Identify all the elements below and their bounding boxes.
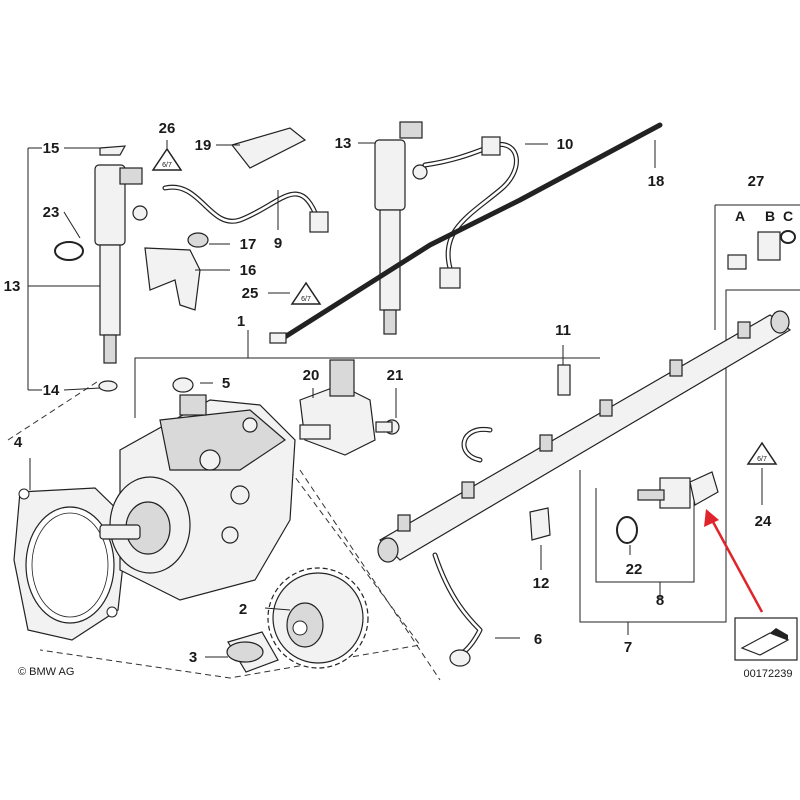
pipe-shield bbox=[230, 127, 307, 169]
callout-15: 15 bbox=[43, 140, 60, 157]
callout-13-right: 13 bbox=[335, 135, 352, 152]
callout-7: 7 bbox=[624, 639, 632, 656]
callout-10: 10 bbox=[557, 136, 574, 153]
callout-21: 21 bbox=[387, 367, 404, 384]
warning-triangle-icon: 6/7 bbox=[290, 281, 322, 305]
callout-3: 3 bbox=[189, 649, 197, 666]
callout-4: 4 bbox=[14, 434, 23, 451]
callout-16: 16 bbox=[240, 262, 257, 279]
svg-text:6/7: 6/7 bbox=[301, 296, 311, 303]
injector-right bbox=[374, 121, 428, 335]
callout-5: 5 bbox=[222, 375, 230, 392]
injector-left bbox=[54, 145, 148, 392]
sublabel-a: A bbox=[735, 208, 745, 224]
reference-box: 00172239 bbox=[734, 617, 798, 680]
callout-25: 25 bbox=[242, 285, 259, 302]
svg-text:6/7: 6/7 bbox=[162, 162, 172, 169]
callout-23: 23 bbox=[43, 204, 60, 221]
callout-22: 22 bbox=[626, 561, 643, 578]
callout-13-left: 13 bbox=[4, 278, 21, 295]
sublabel-b: B bbox=[765, 208, 775, 224]
drive-gear bbox=[267, 567, 369, 669]
copyright-notice: © BMW AG bbox=[18, 666, 74, 678]
rail-pressure-sensor bbox=[616, 471, 719, 544]
bracket bbox=[144, 232, 209, 311]
callout-17: 17 bbox=[240, 236, 257, 253]
high-pressure-pump bbox=[99, 377, 296, 601]
bushing bbox=[226, 631, 279, 673]
highlight-arrow bbox=[704, 509, 764, 613]
callout-24: 24 bbox=[755, 513, 772, 530]
pressure-control-valve bbox=[299, 359, 400, 456]
callout-9: 9 bbox=[274, 235, 282, 252]
callout-26: 26 bbox=[159, 120, 176, 137]
detail-27-parts bbox=[727, 230, 796, 270]
callout-27: 27 bbox=[748, 173, 765, 190]
fuel-lines bbox=[162, 122, 663, 667]
assembly-frames bbox=[7, 147, 800, 681]
callout-12: 12 bbox=[533, 575, 550, 592]
callout-20: 20 bbox=[303, 367, 320, 384]
sublabel-c: C bbox=[783, 208, 793, 224]
fuel-rail bbox=[377, 310, 792, 563]
callout-19: 19 bbox=[195, 137, 212, 154]
callout-1: 1 bbox=[237, 313, 245, 330]
callouts: 1 2 3 4 5 6 7 8 9 10 11 12 13 13 14 15 1… bbox=[4, 120, 793, 666]
warning-badges: 6/7 6/7 6/7 bbox=[151, 147, 778, 465]
svg-text:6/7: 6/7 bbox=[757, 456, 767, 463]
callout-14: 14 bbox=[43, 382, 60, 399]
callout-2: 2 bbox=[239, 601, 247, 618]
callout-11: 11 bbox=[555, 322, 571, 339]
callout-8: 8 bbox=[656, 592, 664, 609]
warning-triangle-icon: 6/7 bbox=[746, 441, 778, 465]
callout-6: 6 bbox=[534, 631, 542, 648]
reference-number: 00172239 bbox=[744, 668, 793, 680]
warning-triangle-icon: 6/7 bbox=[151, 147, 183, 171]
callout-18: 18 bbox=[648, 173, 665, 190]
gasket-part bbox=[13, 487, 129, 641]
leader-lines bbox=[29, 140, 763, 658]
